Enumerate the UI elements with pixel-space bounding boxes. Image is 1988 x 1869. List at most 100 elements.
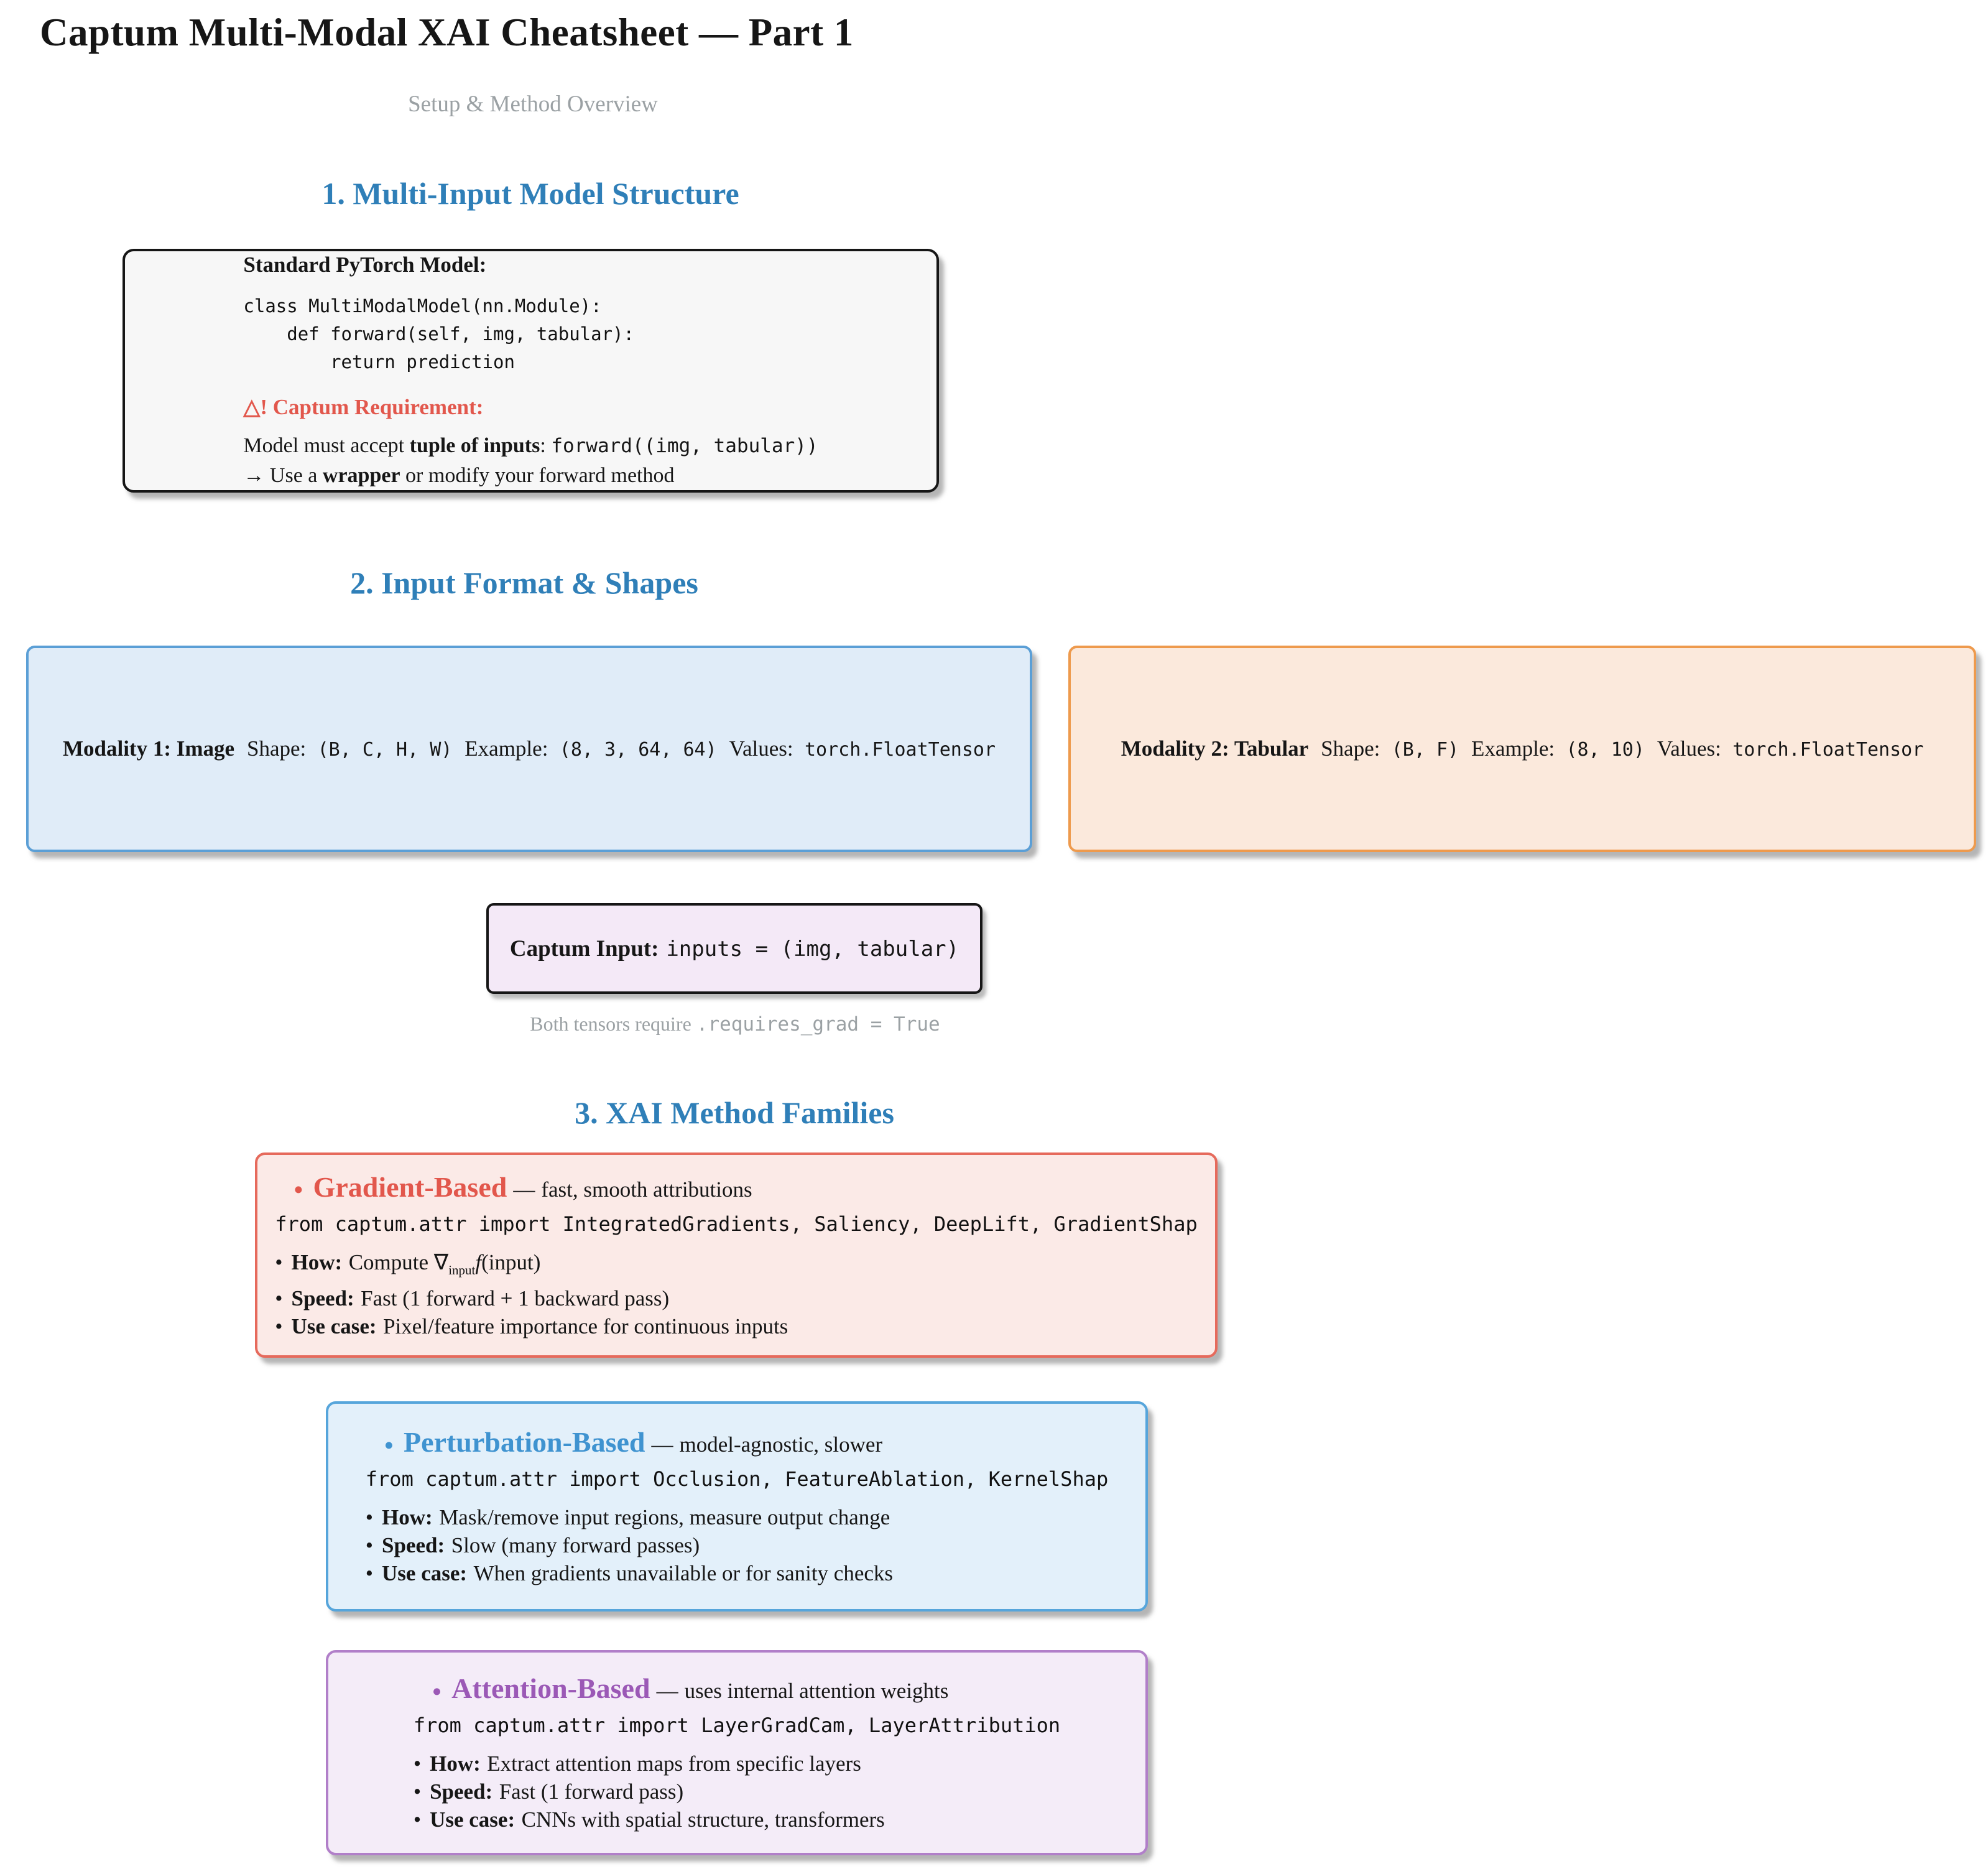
- requirement-pre: Model must accept: [243, 434, 410, 457]
- bullet-icon: •: [413, 1807, 422, 1832]
- speed-text: Fast (1 forward + 1 backward pass): [361, 1286, 670, 1310]
- note-text: Both tensors require: [530, 1013, 696, 1035]
- shape-label: Shape:: [247, 736, 307, 761]
- note-code: .requires_grad = True: [696, 1013, 940, 1036]
- dash-separator: —: [651, 1432, 673, 1457]
- bullet-icon: ●: [294, 1180, 303, 1199]
- modality-2-line: Modality 2: Tabular Shape: (B, F) Exampl…: [1121, 736, 1924, 761]
- import-statement: from captum.attr import LayerGradCam, La…: [413, 1714, 1061, 1737]
- model-card-label: Standard PyTorch Model:: [243, 252, 487, 277]
- method-name: Perturbation-Based: [404, 1426, 645, 1458]
- dash-separator: —: [656, 1679, 678, 1703]
- method-tagline: model-agnostic, slower: [679, 1432, 883, 1457]
- pytorch-model-card: Standard PyTorch Model: class MultiModal…: [123, 249, 939, 493]
- import-statement: from captum.attr import Occlusion, Featu…: [365, 1467, 1109, 1491]
- bullet-icon: ●: [384, 1435, 394, 1454]
- wrapper-bold: wrapper: [322, 463, 400, 487]
- use-case-line: •Use case:Pixel/feature importance for c…: [275, 1312, 1197, 1340]
- dash-separator: —: [513, 1177, 535, 1202]
- wrapper-hint: → Use a wrapper or modify your forward m…: [243, 462, 818, 489]
- captum-input-code: inputs = (img, tabular): [666, 936, 959, 962]
- values-value: torch.FloatTensor: [1732, 739, 1924, 761]
- how-line: • How:Mask/remove input regions, measure …: [366, 1503, 1108, 1531]
- speed-line: • Speed: Fast (1 forward + 1 backward pass…: [275, 1284, 1197, 1312]
- speed-text: Fast (1 forward pass): [499, 1779, 684, 1804]
- method-name: Attention-Based: [451, 1672, 650, 1704]
- modality-2-name: Modality 2: Tabular: [1121, 736, 1309, 761]
- method-tagline: fast, smooth attributions: [541, 1177, 752, 1202]
- method-title-row: ● Attention-Based—uses internal attention…: [432, 1672, 1060, 1705]
- page-subtitle: Setup & Method Overview: [408, 91, 658, 117]
- bullet-icon: •: [413, 1779, 422, 1804]
- method-title-row: ● Gradient-Based—fast, smooth attribution…: [294, 1171, 1197, 1203]
- captum-input-label: Captum Input:: [509, 935, 659, 962]
- use-case-line: • Use case:CNNs with spatial structure, t…: [414, 1806, 1060, 1834]
- modality-1-name: Modality 1: Image: [62, 736, 235, 761]
- requires-grad-note: Both tensors require .requires_grad = Tr…: [300, 1013, 1170, 1036]
- how-text: Extract attention maps from specific lay…: [487, 1751, 861, 1776]
- requirement-text: Model must accept tuple of inputs: forwa…: [243, 432, 818, 460]
- use-case-text: CNNs with spatial structure, transformer…: [521, 1807, 885, 1832]
- page-title: Captum Multi-Modal XAI Cheatsheet — Part…: [40, 11, 854, 54]
- modality-1-line: Modality 1: Image Shape: (B, C, H, W) Ex…: [63, 736, 996, 761]
- method-tagline: uses internal attention weights: [684, 1679, 949, 1703]
- method-name: Gradient-Based: [313, 1171, 507, 1203]
- speed-label: Speed:: [430, 1779, 493, 1804]
- speed-label: Speed:: [382, 1533, 445, 1557]
- bullet-icon: •: [365, 1505, 374, 1529]
- code-line: def forward(self, img, tabular):: [243, 323, 634, 345]
- shape-value: (B, F): [1391, 739, 1459, 761]
- values-label: Values:: [1657, 736, 1721, 761]
- how-text: Mask/remove input regions, measure outpu…: [439, 1505, 890, 1529]
- shape-value: (B, C, H, W): [317, 739, 453, 761]
- how-text: Compute: [348, 1250, 434, 1274]
- how-line: •How:Compute ∇inputf(input): [275, 1248, 1197, 1284]
- nabla-symbol: ∇: [433, 1250, 449, 1274]
- use-case-line: •Use case:When gradients unavailable or …: [366, 1559, 1108, 1587]
- section-1-heading: 1. Multi-Input Model Structure: [321, 176, 739, 211]
- use-case-label: Use case:: [291, 1314, 377, 1338]
- import-statement: from captum.attr import IntegratedGradie…: [275, 1212, 1198, 1236]
- bullet-icon: •: [275, 1286, 283, 1310]
- wrapper-pre: → Use a: [243, 463, 323, 487]
- example-label: Example:: [465, 736, 548, 761]
- values-label: Values:: [729, 736, 793, 761]
- code-line: class MultiModalModel(nn.Module):: [243, 295, 602, 317]
- requirement-code: forward((img, tabular)): [551, 434, 818, 457]
- modality-2-card: Modality 2: Tabular Shape: (B, F) Exampl…: [1068, 646, 1976, 852]
- captum-input-line: Captum Input: inputs = (img, tabular): [510, 935, 959, 962]
- speed-text: Slow (many forward passes): [451, 1533, 700, 1557]
- bullet-icon: ●: [432, 1682, 442, 1700]
- requirement-bold: tuple of inputs: [409, 434, 540, 457]
- requirement-sep: :: [540, 434, 552, 457]
- method-card-perturbation: ● Perturbation-Based—model-agnostic, slow…: [326, 1401, 1148, 1612]
- values-value: torch.FloatTensor: [804, 739, 996, 761]
- how-label: How:: [382, 1505, 433, 1529]
- section-3-heading: 3. XAI Method Families: [575, 1095, 894, 1130]
- use-case-text: When gradients unavailable or for sanity…: [473, 1561, 894, 1585]
- bullet-icon: •: [365, 1533, 374, 1557]
- example-value: (8, 10): [1566, 739, 1645, 761]
- example-value: (8, 3, 64, 64): [559, 739, 717, 761]
- method-details: •How:Extract attention maps from specifi…: [414, 1750, 1060, 1834]
- how-line: •How:Extract attention maps from specifi…: [414, 1750, 1060, 1778]
- model-code-block: class MultiModalModel(nn.Module): def fo…: [243, 292, 818, 376]
- example-label: Example:: [1471, 736, 1555, 761]
- shape-label: Shape:: [1321, 736, 1380, 761]
- captum-input-card: Captum Input: inputs = (img, tabular): [486, 903, 982, 994]
- method-card-attention: ● Attention-Based—uses internal attention…: [326, 1650, 1148, 1855]
- speed-label: Speed:: [291, 1286, 354, 1310]
- captum-requirement-heading: △! Captum Requirement:: [243, 394, 484, 419]
- code-line: return prediction: [243, 351, 515, 373]
- method-card-gradient: ● Gradient-Based—fast, smooth attribution…: [255, 1152, 1218, 1358]
- bullet-icon: •: [275, 1314, 283, 1338]
- bullet-icon: •: [413, 1751, 422, 1776]
- speed-line: • Speed:Slow (many forward passes): [366, 1531, 1108, 1559]
- section-2-heading: 2. Input Format & Shapes: [350, 565, 698, 600]
- use-case-label: Use case:: [430, 1807, 515, 1832]
- function-symbol: f: [475, 1250, 482, 1274]
- how-label: How:: [291, 1250, 343, 1274]
- how-text-post: (input): [481, 1250, 541, 1274]
- wrapper-post: or modify your forward method: [400, 463, 675, 487]
